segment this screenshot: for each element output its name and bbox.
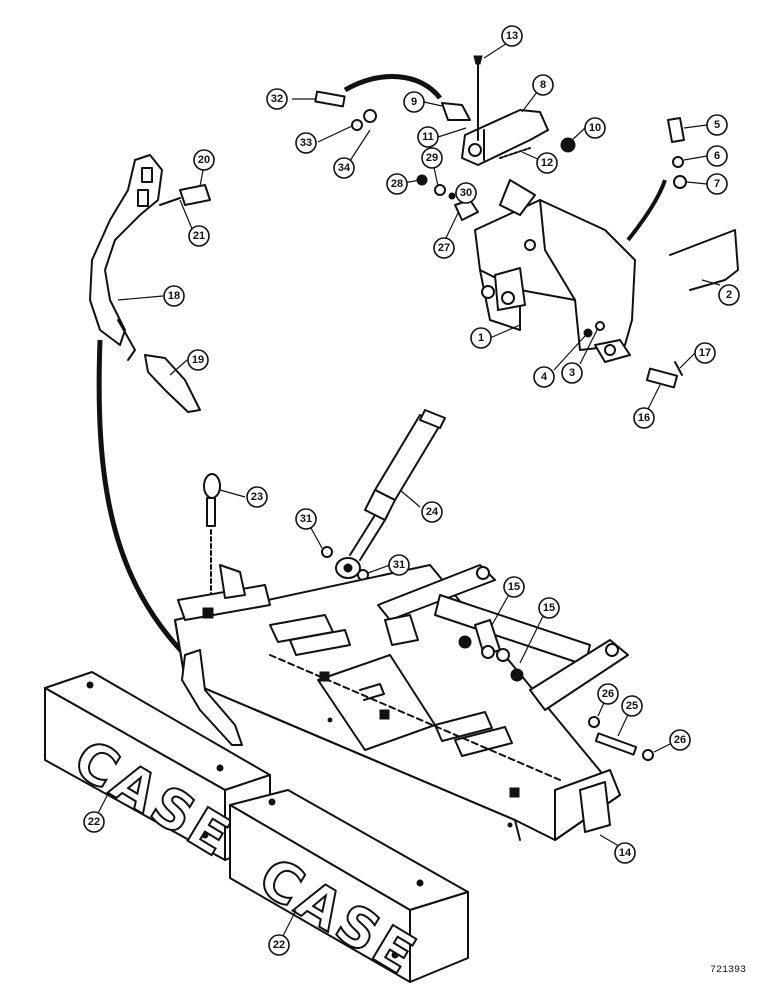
svg-text:13: 13: [506, 30, 518, 42]
svg-text:29: 29: [426, 152, 438, 164]
callout-24: 24: [421, 501, 443, 523]
svg-text:21: 21: [193, 230, 205, 242]
svg-text:9: 9: [411, 96, 417, 108]
callout-19: 19: [187, 349, 209, 371]
cross-arm-assembly: [377, 564, 629, 711]
callout-11: 11: [417, 126, 439, 148]
svg-text:1: 1: [478, 332, 484, 344]
svg-text:26: 26: [602, 688, 614, 700]
hydraulic-cylinder: [321, 409, 446, 581]
svg-text:33: 33: [300, 137, 312, 149]
callouts: 1 2 3 4 5 6 7 8 9 10 11 12 13 14 15 15 1…: [83, 25, 740, 956]
svg-text:7: 7: [714, 178, 720, 190]
callout-15: 15: [503, 576, 525, 598]
callout-32: 32: [266, 88, 288, 110]
svg-text:22: 22: [273, 939, 285, 951]
svg-text:23: 23: [251, 491, 263, 503]
svg-text:24: 24: [426, 506, 439, 518]
svg-text:19: 19: [192, 354, 204, 366]
small-parts: [314, 55, 739, 389]
callout-4: 4: [533, 366, 555, 388]
drawbar-frame: [174, 564, 621, 841]
callout-6: 6: [706, 145, 728, 167]
callout-34: 34: [333, 157, 355, 179]
callout-18: 18: [163, 285, 185, 307]
callout-22: 22: [83, 811, 105, 833]
svg-text:2: 2: [726, 289, 732, 301]
svg-text:25: 25: [626, 700, 638, 712]
callout-9: 9: [403, 91, 425, 113]
weight-block-front: CASE: [229, 789, 469, 989]
svg-text:8: 8: [540, 79, 546, 91]
svg-text:22: 22: [88, 816, 100, 828]
assembly-arrows: [96, 74, 667, 662]
callout-28: 28: [386, 173, 408, 195]
callout-2: 2: [718, 284, 740, 306]
svg-text:12: 12: [541, 157, 553, 169]
callout-3: 3: [561, 362, 583, 384]
callout-21: 21: [188, 225, 210, 247]
hitch-bracket: [474, 179, 636, 363]
svg-text:10: 10: [589, 122, 601, 134]
svg-text:20: 20: [198, 154, 210, 166]
svg-text:5: 5: [714, 119, 720, 131]
callout-26: 26: [597, 683, 619, 705]
callout-1: 1: [470, 327, 492, 349]
callout-31: 31: [295, 508, 317, 530]
svg-text:15: 15: [543, 602, 555, 614]
callout-26: 26: [669, 729, 691, 751]
pin-25: [588, 716, 654, 761]
svg-text:16: 16: [638, 412, 650, 424]
svg-text:27: 27: [438, 242, 450, 254]
svg-text:11: 11: [422, 131, 434, 143]
callout-5: 5: [706, 114, 728, 136]
lock-pin: [203, 473, 221, 601]
callout-10: 10: [584, 117, 606, 139]
svg-text:32: 32: [271, 93, 283, 105]
svg-text:28: 28: [391, 178, 403, 190]
ripper-shank: [89, 154, 163, 361]
callout-20: 20: [193, 149, 215, 171]
callout-8: 8: [532, 74, 554, 96]
callout-14: 14: [614, 842, 636, 864]
callout-7: 7: [706, 173, 728, 195]
svg-text:30: 30: [460, 187, 472, 199]
svg-text:15: 15: [508, 581, 520, 593]
shear-bolt: [159, 184, 211, 206]
callout-31: 31: [388, 554, 410, 576]
ripper-shank-lower: [181, 649, 243, 746]
svg-text:3: 3: [569, 367, 575, 379]
callout-30: 30: [455, 182, 477, 204]
svg-text:34: 34: [338, 162, 351, 174]
callout-12: 12: [536, 152, 558, 174]
callout-25: 25: [621, 695, 643, 717]
callout-22: 22: [268, 934, 290, 956]
callout-27: 27: [433, 237, 455, 259]
callout-13: 13: [501, 25, 523, 47]
callout-16: 16: [633, 407, 655, 429]
svg-text:4: 4: [541, 371, 548, 383]
svg-text:14: 14: [619, 847, 632, 859]
svg-text:26: 26: [674, 734, 686, 746]
callout-23: 23: [246, 486, 268, 508]
svg-text:31: 31: [300, 513, 312, 525]
callout-15: 15: [538, 597, 560, 619]
svg-text:18: 18: [168, 290, 180, 302]
callout-33: 33: [295, 132, 317, 154]
ripper-tip: [144, 354, 201, 413]
figure-number: 721393: [710, 965, 746, 976]
callout-29: 29: [421, 147, 443, 169]
svg-text:6: 6: [714, 150, 720, 162]
svg-text:17: 17: [699, 347, 711, 359]
callout-17: 17: [694, 342, 716, 364]
svg-text:31: 31: [393, 559, 405, 571]
